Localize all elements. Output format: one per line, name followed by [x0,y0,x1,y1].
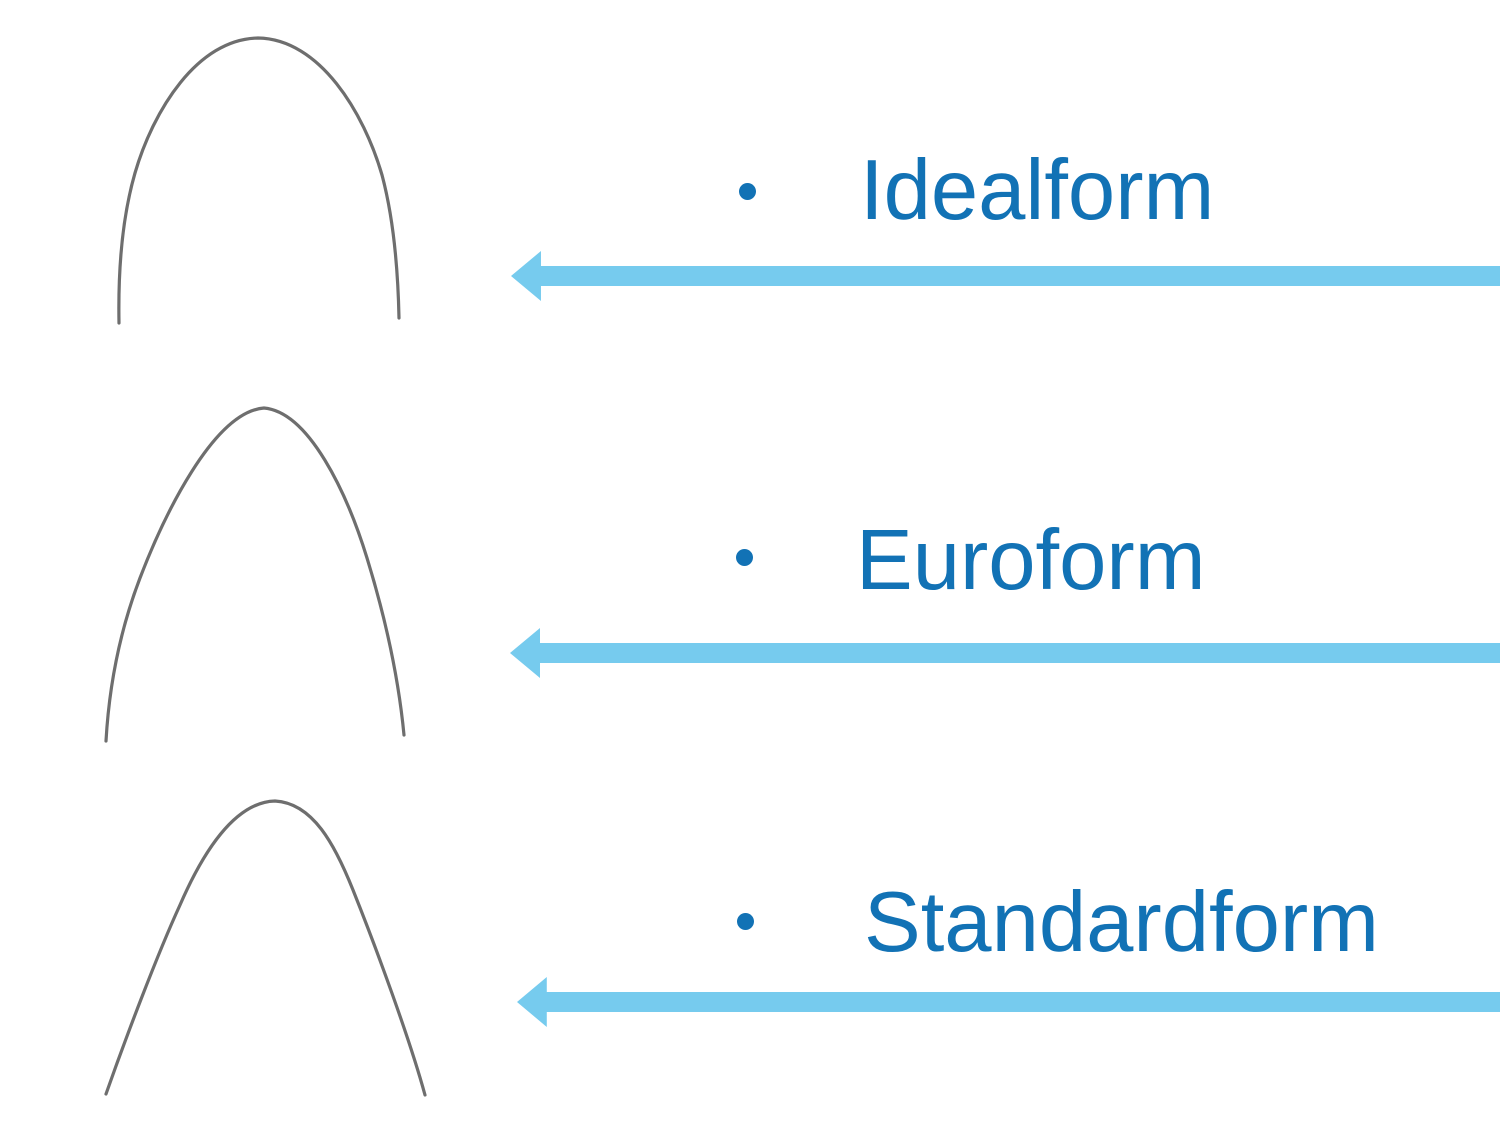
bullet-dot-icon [736,549,753,566]
euroform-archwire-icon [104,406,406,743]
standardform-label: Standardform [864,875,1379,970]
left-arrow-icon [517,977,1500,1027]
idealform-label: Idealform [860,143,1215,238]
idealform-archwire-icon [117,36,401,325]
euroform-label: Euroform [856,513,1206,608]
standardform-archwire-icon [104,799,427,1097]
left-arrow-icon [511,251,1500,301]
left-arrow-icon [510,628,1500,678]
bullet-dot-icon [737,913,754,930]
bullet-dot-icon [739,183,756,200]
